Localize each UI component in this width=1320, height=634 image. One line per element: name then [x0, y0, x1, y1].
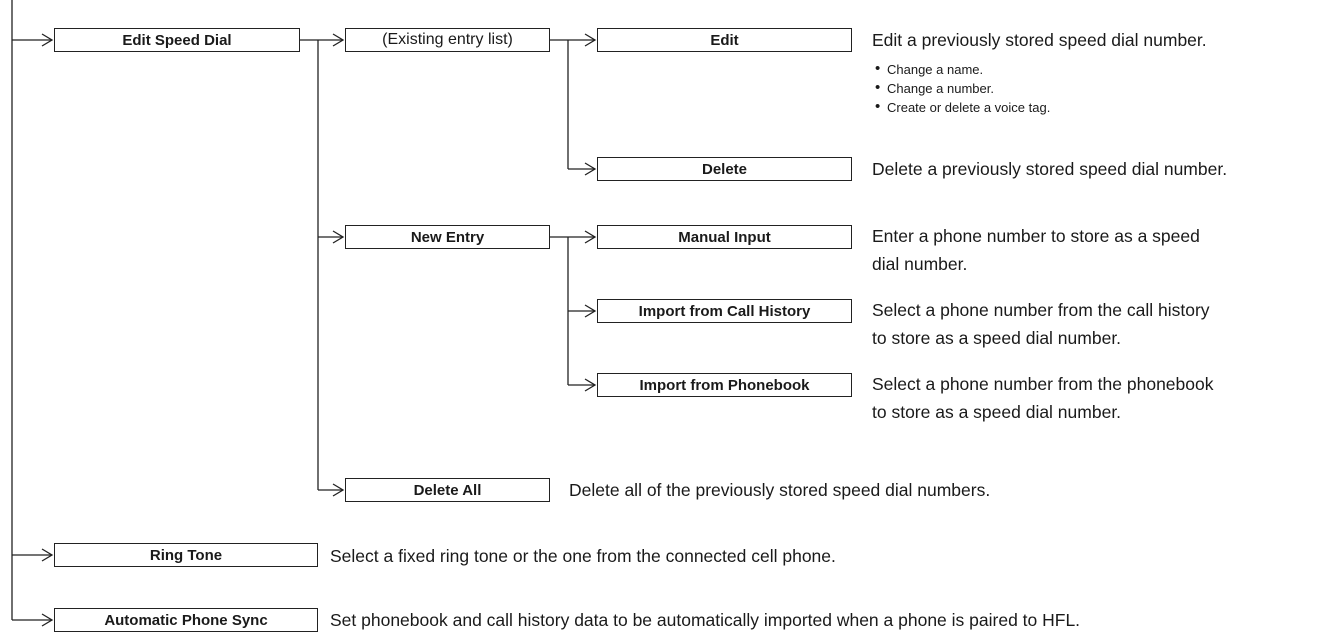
- import-from-phonebook-box: Import from Phonebook: [597, 373, 852, 397]
- automatic-phone-sync-box: Automatic Phone Sync: [54, 608, 318, 632]
- manual-input-description-line2: dial number.: [872, 254, 968, 274]
- import-from-call-history-box: Import from Call History: [597, 299, 852, 323]
- delete-box: Delete: [597, 157, 852, 181]
- import-call-history-description-line2: to store as a speed dial number.: [872, 328, 1122, 348]
- edit-bullet-item: Change a name.: [875, 59, 1050, 79]
- ring-tone-box: Ring Tone: [54, 543, 318, 567]
- import-phonebook-description-line2: to store as a speed dial number.: [872, 402, 1122, 422]
- manual-input-description-line1: Enter a phone number to store as a speed: [872, 226, 1200, 246]
- edit-speed-dial-box: Edit Speed Dial: [54, 28, 300, 52]
- edit-bullet-list: Change a name. Change a number. Create o…: [875, 59, 1050, 117]
- ring-tone-description: Select a fixed ring tone or the one from…: [330, 546, 836, 566]
- new-entry-box: New Entry: [345, 225, 550, 249]
- delete-description: Delete a previously stored speed dial nu…: [872, 159, 1228, 179]
- automatic-phone-sync-description: Set phonebook and call history data to b…: [330, 610, 1081, 630]
- delete-all-description: Delete all of the previously stored spee…: [569, 480, 991, 500]
- existing-entry-list-box: (Existing entry list): [345, 28, 550, 52]
- edit-bullet-item: Create or delete a voice tag.: [875, 97, 1050, 117]
- edit-description: Edit a previously stored speed dial numb…: [872, 30, 1207, 50]
- delete-all-box: Delete All: [345, 478, 550, 502]
- import-phonebook-description-line1: Select a phone number from the phonebook: [872, 374, 1214, 394]
- import-call-history-description-line1: Select a phone number from the call hist…: [872, 300, 1210, 320]
- edit-bullet-item: Change a number.: [875, 78, 1050, 98]
- manual-input-box: Manual Input: [597, 225, 852, 249]
- edit-box: Edit: [597, 28, 852, 52]
